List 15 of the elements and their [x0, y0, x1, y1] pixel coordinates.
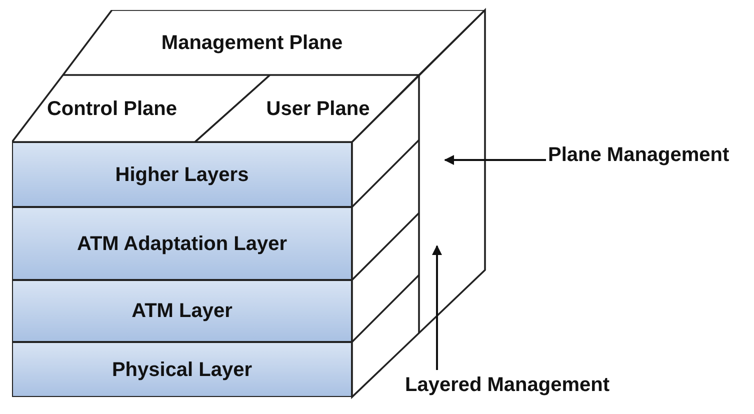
layer-band: [12, 342, 352, 397]
plane-label: User Plane: [266, 98, 370, 120]
arrow: [432, 245, 442, 370]
arrow: [444, 155, 546, 165]
layer-label: ATM Adaptation Layer: [76, 232, 287, 254]
layer-band: [12, 207, 352, 280]
layer-band: [12, 280, 352, 342]
layer-label: Higher Layers: [115, 164, 249, 186]
layer-label: Physical Layer: [112, 358, 252, 380]
plane-label: Management Plane: [161, 32, 343, 54]
layer-band: [12, 142, 352, 207]
annotation-text: Plane Management: [548, 142, 748, 198]
layer-label: ATM Layer: [132, 300, 232, 322]
annotation-text: Layered Management: [405, 372, 750, 406]
plane-label: Control Plane: [46, 98, 177, 120]
